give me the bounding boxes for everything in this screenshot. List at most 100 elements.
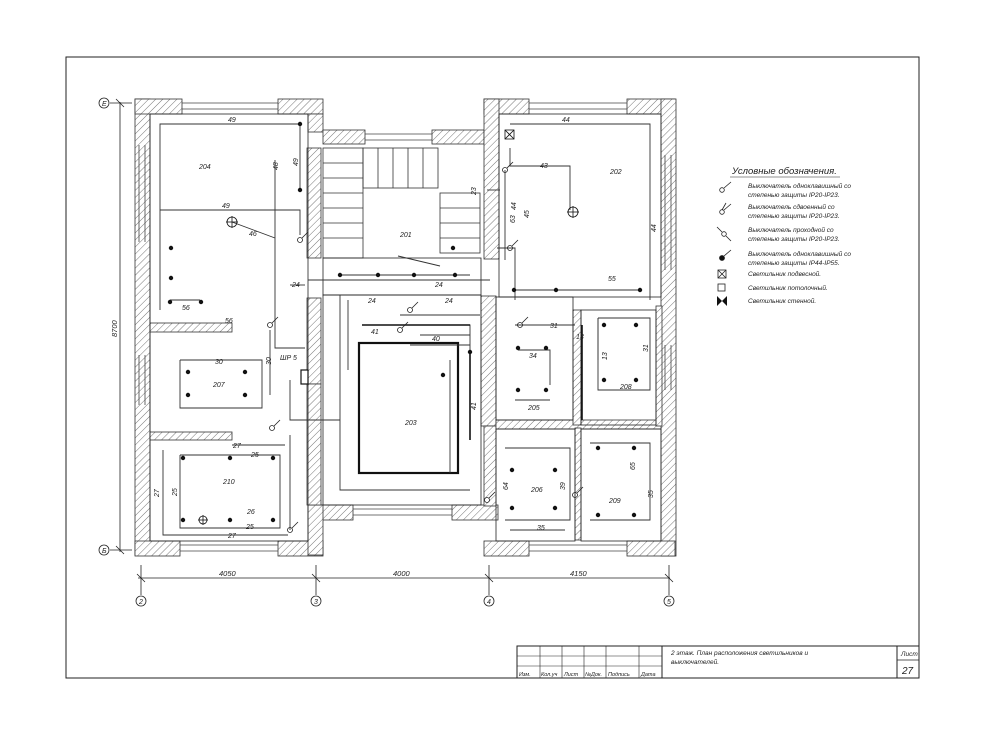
wire-label: 43 <box>540 163 548 170</box>
legend-item-6: Светильник потолочный. <box>748 284 828 292</box>
room-numbers: 201 202 203 204 205 206 207 208 209 210 <box>198 164 632 505</box>
legend-item-2-l1: Выключатель сдвоенный со <box>748 203 835 211</box>
wire-label: 44 <box>562 117 570 124</box>
legend-item-1-l1: Выключатель одноклавишный со <box>748 182 851 190</box>
dim-8700: 8700 <box>110 319 119 337</box>
wire-label: 55 <box>608 276 616 283</box>
wire-label: 25 <box>245 524 254 531</box>
wire-label: 35 <box>648 490 655 498</box>
legend-item-4-l1: Выключатель одноклавишный со <box>748 250 851 258</box>
wire-label: 30 <box>215 359 223 366</box>
wire-label: 13 <box>576 334 584 341</box>
title-block <box>516 645 920 679</box>
wire-label: 41 <box>471 402 478 410</box>
room-202: 202 <box>609 169 622 176</box>
axis-b: Б <box>102 548 107 555</box>
dim-4000: 4000 <box>393 569 411 578</box>
wire-label: 27 <box>154 488 161 498</box>
col-ndok: №Док. <box>585 672 602 678</box>
wire-label: 25 <box>250 452 259 459</box>
title-block-text: 2 этаж. План расположения светильников и… <box>519 650 918 678</box>
pendant-lights <box>198 129 579 525</box>
switch-passthrough-icon <box>716 226 732 242</box>
legend-item-5: Светильник подвесной. <box>748 270 821 278</box>
dimension-lines <box>98 97 675 607</box>
wire-label: 56 <box>225 318 233 325</box>
col-koluch: Кол.уч <box>541 672 558 678</box>
wire-label: 24 <box>291 282 300 289</box>
axis-2: 2 <box>138 599 143 606</box>
wire-label: 64 <box>503 482 510 490</box>
panel-label: ШР 5 <box>280 355 297 362</box>
legend-item-1-l2: степенью защиты IP20-IP23. <box>748 192 840 199</box>
legend-item-2-l2: степенью защиты IP20-IP23. <box>748 213 840 220</box>
legend-item-4-l2: степенью защиты IP44-IP55. <box>748 260 840 267</box>
dim-4050: 4050 <box>219 569 237 578</box>
bold-wiring <box>362 324 583 440</box>
axis-4: 4 <box>487 599 491 606</box>
wire-label: 27 <box>227 533 237 540</box>
wire-label: 48 <box>273 162 280 170</box>
axis-3: 3 <box>314 599 318 606</box>
room-209: 209 <box>608 498 621 505</box>
room-201: 201 <box>399 232 412 239</box>
wire-label: 65 <box>630 462 637 470</box>
walls <box>134 98 677 557</box>
room-203-box <box>357 341 460 475</box>
room-205: 205 <box>527 405 540 412</box>
wire-label: 13 <box>602 352 609 360</box>
windows <box>138 102 672 552</box>
axis-5: 5 <box>667 599 671 606</box>
staircase <box>322 147 481 259</box>
wire-label: 35 <box>537 525 545 532</box>
switch-ip44-icon <box>719 249 732 261</box>
wall-light-icon <box>717 296 727 306</box>
wiring <box>159 123 651 536</box>
axis-e: Е <box>102 101 107 108</box>
switch-double-icon <box>719 202 732 215</box>
wire-label: 46 <box>249 231 257 238</box>
col-izm: Изм. <box>519 672 531 678</box>
wire-label: 23 <box>471 187 478 196</box>
sheet-title-line1: 2 этаж. План расположения светильников и <box>670 650 808 657</box>
room-203: 203 <box>404 420 417 427</box>
ceiling-lights <box>167 121 643 523</box>
switches <box>267 161 584 533</box>
wire-label: 34 <box>529 353 537 360</box>
wire-label: 30 <box>266 357 273 365</box>
drawing-frame <box>65 56 920 679</box>
legend-item-3-l2: степенью защиты IP20-IP23. <box>748 236 840 243</box>
wire-label: 27 <box>232 443 242 450</box>
room-206: 206 <box>530 487 543 494</box>
sheet-title-line2: выключателей. <box>671 658 719 666</box>
wire-label: 44 <box>651 224 658 232</box>
sheet-number: 27 <box>901 666 914 677</box>
ceiling-light-icon <box>717 283 726 292</box>
wire-label: 26 <box>246 509 255 516</box>
wire-label: 39 <box>560 482 567 490</box>
wire-label: 24 <box>444 298 453 305</box>
col-data: Дата <box>640 672 656 678</box>
legend-item-3-l1: Выключатель проходной со <box>748 226 834 234</box>
pendant-light-icon <box>717 269 727 279</box>
room-210: 210 <box>222 479 235 486</box>
wire-label: 49 <box>293 158 300 166</box>
wire-label: 24 <box>367 298 376 305</box>
wire-label: 44 <box>511 202 518 210</box>
col-list: Лист <box>563 672 579 678</box>
dimension-values: 4050 4000 4150 8700 2 3 4 5 Е Б <box>102 101 671 606</box>
wire-label: 24 <box>434 282 443 289</box>
room-207: 207 <box>212 382 226 389</box>
room-204: 204 <box>198 164 211 171</box>
wire-label: 41 <box>371 329 379 336</box>
room-outlines <box>149 113 662 542</box>
col-podpis: Подпись <box>608 672 630 678</box>
legend: Условные обозначения. Выключатель однокл… <box>716 166 851 306</box>
wire-label: 56 <box>182 305 190 312</box>
wire-label: 45 <box>524 210 531 218</box>
wire-label: 31 <box>643 344 650 352</box>
wire-label: 40 <box>432 336 440 343</box>
wire-label: 63 <box>510 215 517 223</box>
dim-4150: 4150 <box>570 569 588 578</box>
wire-label: 49 <box>222 203 230 210</box>
